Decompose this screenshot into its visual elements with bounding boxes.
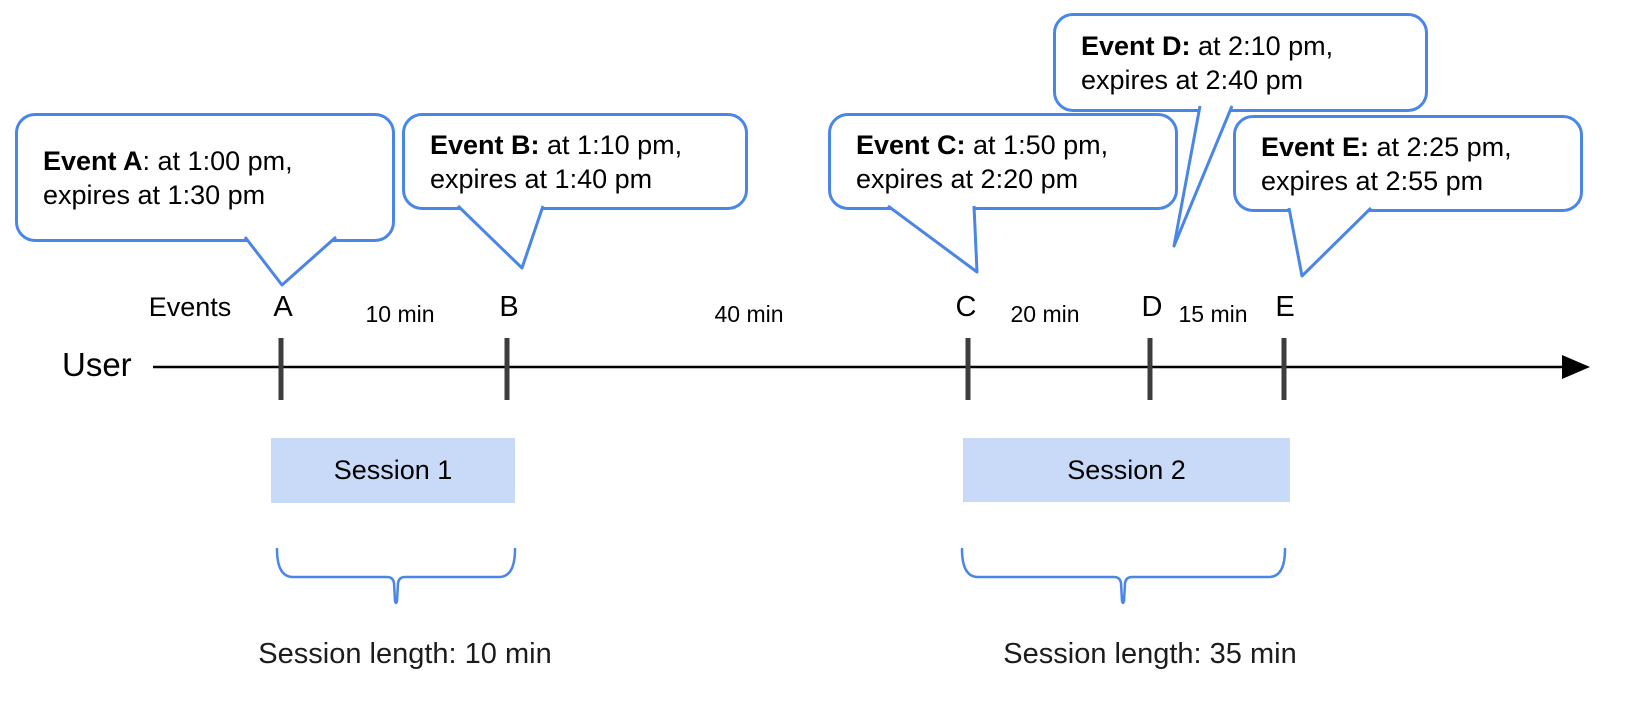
event-d-tick	[1147, 338, 1153, 400]
session-1-label: Session 1	[333, 455, 453, 485]
event-c-callout: Event C: at 1:50 pm, expires at 2:20 pm	[828, 113, 1178, 210]
event-a-time: : at 1:00 pm,	[142, 145, 293, 176]
callout-line-1: Event B: at 1:10 pm,	[430, 128, 737, 162]
session-2-box: Session 2	[963, 438, 1290, 502]
event-d-time: at 2:10 pm,	[1190, 30, 1334, 61]
event-c-label: C	[955, 291, 977, 323]
event-c-name: Event C:	[856, 129, 966, 160]
event-e-expiry: expires at 2:55 pm	[1261, 165, 1484, 196]
event-d-expiry: expires at 2:40 pm	[1081, 64, 1304, 95]
event-d-label: D	[1141, 291, 1163, 323]
event-e-callout-tail	[1287, 206, 1373, 278]
event-e-callout: Event E: at 2:25 pm, expires at 2:55 pm	[1233, 115, 1583, 212]
session-2-brace	[960, 547, 1287, 605]
event-e-name: Event E:	[1261, 131, 1370, 162]
user-axis-label: User	[62, 346, 132, 383]
session-1-brace	[275, 547, 517, 605]
session-1-length-label: Session length: 10 min	[258, 638, 552, 670]
event-e-tick	[1281, 338, 1287, 400]
event-a-tick	[278, 338, 284, 400]
event-b-expiry: expires at 1:40 pm	[430, 163, 653, 194]
event-a-label: A	[273, 291, 293, 323]
event-d-callout-tail	[1172, 105, 1234, 248]
session-1-box: Session 1	[271, 438, 515, 503]
event-b-tick	[504, 338, 510, 400]
event-b-label: B	[499, 291, 519, 323]
session-2-length-label: Session length: 35 min	[1003, 638, 1297, 670]
event-c-tick	[965, 338, 971, 400]
event-b-name: Event B:	[430, 129, 540, 160]
event-d-name: Event D:	[1081, 30, 1191, 61]
gap-d-e-label: 15 min	[1178, 301, 1248, 327]
callout-line-1: Event C: at 1:50 pm,	[856, 128, 1167, 162]
timeline-arrowhead-icon	[1562, 355, 1590, 379]
event-a-callout-tail	[243, 235, 337, 287]
event-c-time: at 1:50 pm,	[965, 129, 1109, 160]
event-e-label: E	[1275, 291, 1295, 323]
event-a-name: Event A	[43, 145, 143, 176]
event-b-callout: Event B: at 1:10 pm, expires at 1:40 pm	[402, 113, 748, 210]
event-b-time: at 1:10 pm,	[539, 129, 683, 160]
gap-c-d-label: 20 min	[1010, 301, 1080, 327]
event-a-expiry: expires at 1:30 pm	[43, 179, 266, 210]
event-b-callout-tail	[456, 204, 545, 270]
session-2-label: Session 2	[1067, 454, 1186, 485]
event-e-time: at 2:25 pm,	[1369, 131, 1512, 162]
gap-a-b-label: 10 min	[365, 301, 435, 327]
events-row-label: Events	[148, 292, 232, 322]
event-a-callout: Event A: at 1:00 pm, expires at 1:30 pm	[15, 113, 395, 242]
callout-line-1: Event A: at 1:00 pm,	[43, 144, 384, 178]
event-c-expiry: expires at 2:20 pm	[856, 163, 1079, 194]
event-d-callout: Event D: at 2:10 pm, expires at 2:40 pm	[1053, 13, 1428, 112]
gap-b-c-label: 40 min	[714, 301, 784, 327]
event-c-callout-tail	[887, 204, 979, 274]
callout-line-1: Event E: at 2:25 pm,	[1261, 130, 1572, 164]
callout-line-1: Event D: at 2:10 pm,	[1081, 29, 1417, 63]
